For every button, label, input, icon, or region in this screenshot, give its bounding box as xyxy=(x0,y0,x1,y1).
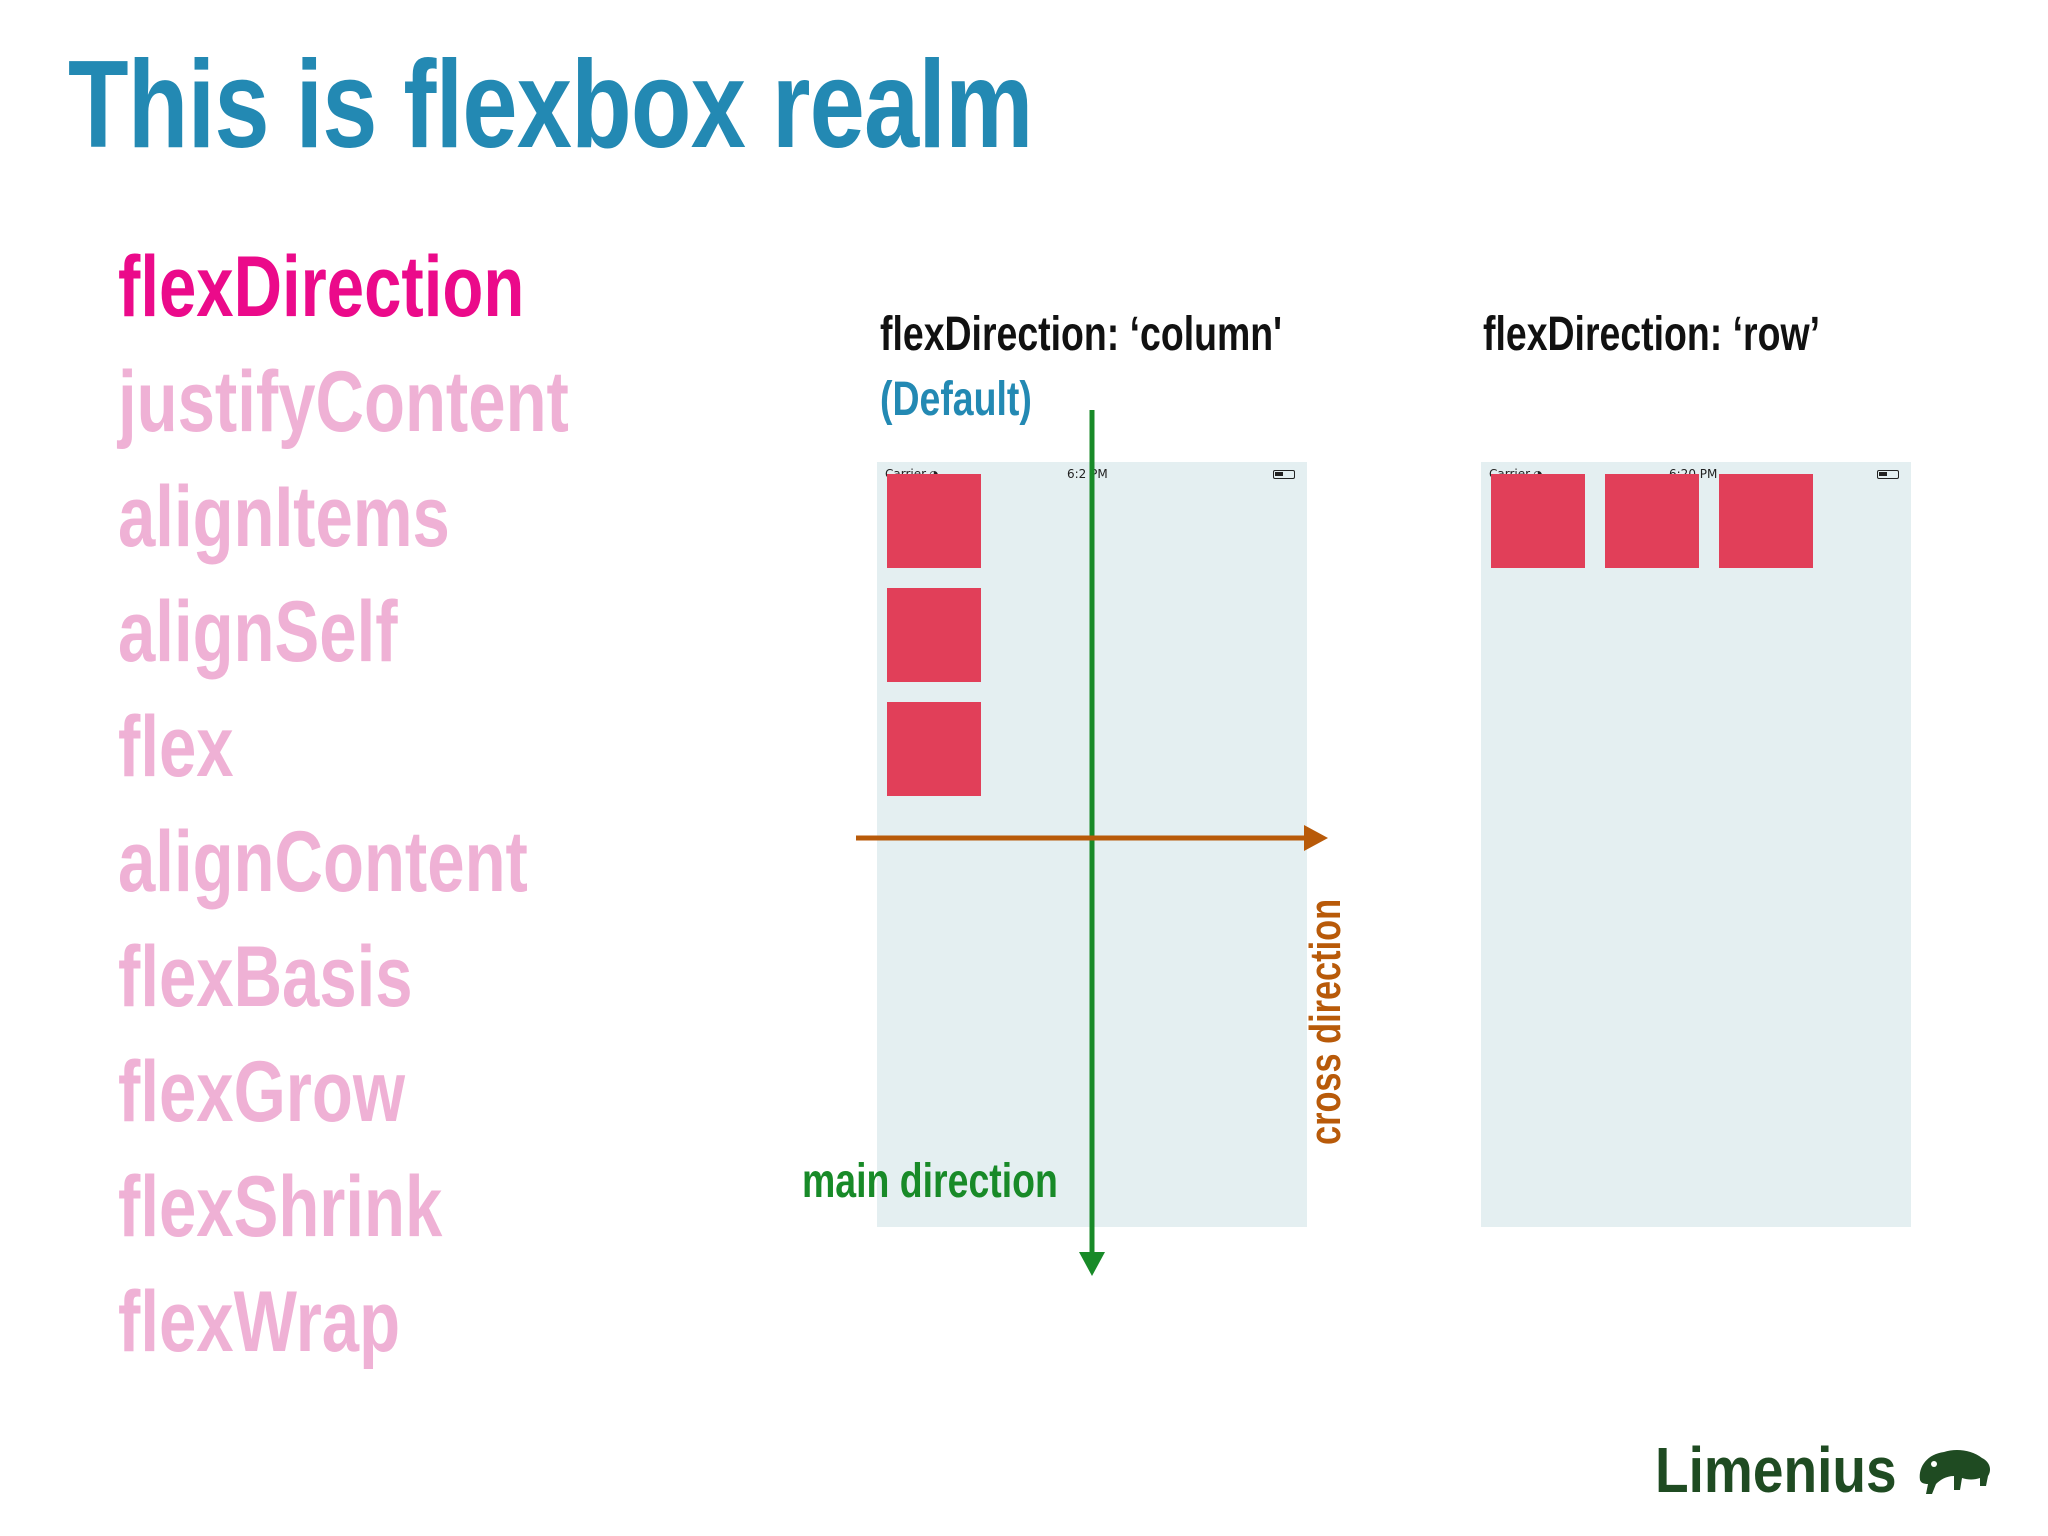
limenius-logo: Limenius xyxy=(1655,1430,1994,1510)
property-flexbasis: flexBasis xyxy=(118,929,413,1025)
property-justifycontent: justifyContent xyxy=(118,354,569,450)
property-flexgrow: flexGrow xyxy=(118,1044,406,1140)
property-alignself: alignSelf xyxy=(118,584,398,680)
property-flexdirection: flexDirection xyxy=(118,239,525,335)
battery-icon xyxy=(1877,470,1899,479)
flex-item-3 xyxy=(887,702,981,796)
property-flexwrap: flexWrap xyxy=(118,1274,401,1370)
column-example-subtitle: (Default) xyxy=(880,373,1032,426)
status-time: 6:2 PM xyxy=(1067,467,1108,481)
slide-title: This is flexbox realm xyxy=(68,36,1033,174)
bison-icon xyxy=(1919,1450,1990,1494)
cross-direction-arrow xyxy=(856,825,1328,851)
row-example-phone: Carrier◔ 6:20 PM xyxy=(1481,462,1911,1227)
flex-item-3 xyxy=(1719,474,1813,568)
property-flex: flex xyxy=(118,699,234,795)
flex-item-2 xyxy=(887,588,981,682)
flex-item-1 xyxy=(1491,474,1585,568)
flex-item-1 xyxy=(887,474,981,568)
property-flexshrink: flexShrink xyxy=(118,1159,443,1255)
logo-text: Limenius xyxy=(1655,1434,1897,1506)
property-alignitems: alignItems xyxy=(118,469,450,565)
main-direction-arrow xyxy=(1079,410,1105,1276)
battery-icon xyxy=(1273,470,1295,479)
cross-direction-label: cross direction xyxy=(1301,898,1350,1145)
property-aligncontent: alignContent xyxy=(118,814,528,910)
row-example-title: flexDirection: ‘row’ xyxy=(1483,308,1821,361)
flex-properties-list: flexDirection justifyContent alignItems … xyxy=(118,230,696,1380)
flex-item-2 xyxy=(1605,474,1699,568)
column-example-title: flexDirection: ‘column' xyxy=(880,308,1283,361)
main-direction-label: main direction xyxy=(802,1155,1058,1208)
